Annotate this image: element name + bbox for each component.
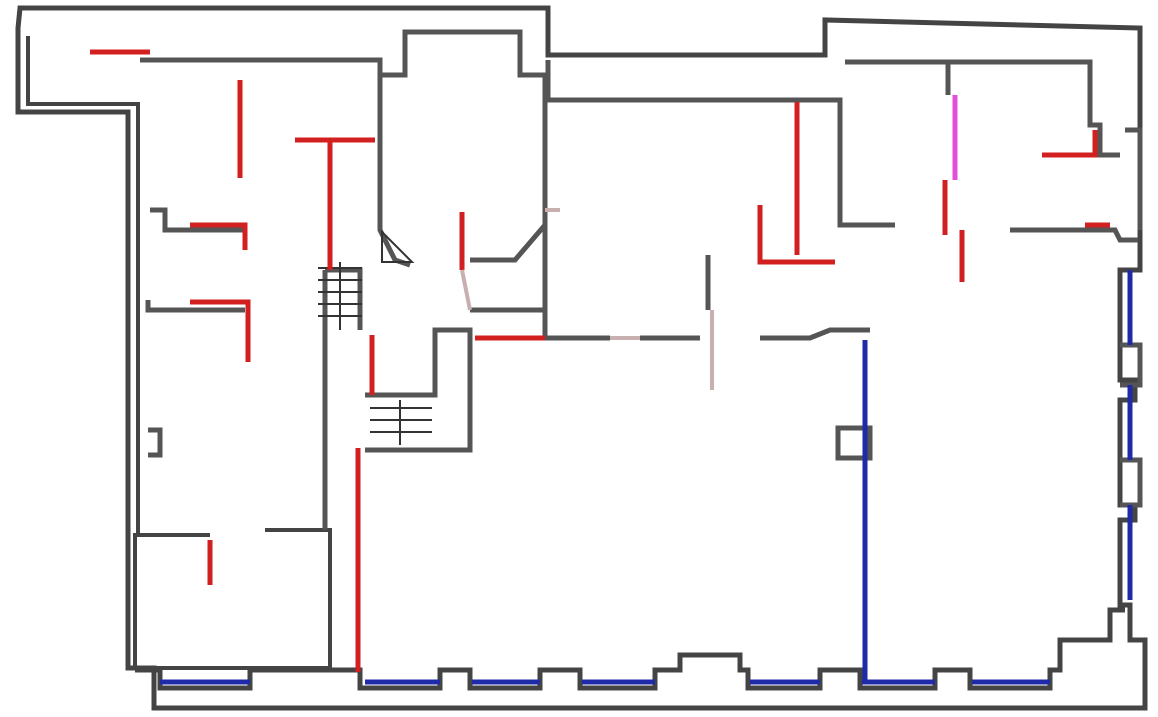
outer-walls — [15, 5, 1148, 711]
light-partition — [460, 269, 472, 311]
upper-right-partition — [1010, 227, 1138, 243]
central-block-top — [380, 29, 548, 330]
mid-corridor-line — [470, 307, 548, 338]
interior-walls — [140, 29, 1143, 530]
stair-treads — [318, 229, 432, 445]
stair-landing — [365, 327, 473, 453]
right-column — [835, 425, 873, 461]
red-partition — [757, 205, 835, 265]
bottom-facade-inner — [135, 607, 1125, 691]
top-corridor-wall — [545, 60, 895, 228]
red-partition — [190, 299, 251, 362]
red-partition — [190, 222, 248, 250]
outer-wall-inner-line — [26, 36, 332, 670]
outer-wall-outer-line — [15, 5, 1148, 711]
red-partition — [1042, 130, 1098, 158]
right-shaft — [1125, 127, 1143, 230]
central-block-left — [377, 75, 411, 268]
left-room-wall-4 — [148, 427, 163, 458]
red-partitions — [90, 49, 1110, 672]
light-partitions — [460, 208, 714, 390]
stair-triangle — [381, 229, 415, 263]
upper-right-room — [845, 59, 1120, 158]
central-block-diagonal — [470, 223, 547, 263]
stair-column — [322, 267, 363, 530]
mid-corridor-dash-3 — [760, 327, 870, 341]
left-room-wall-2 — [150, 207, 245, 233]
right-wall-bay-2 — [1120, 457, 1143, 508]
left-room-wall-1 — [140, 57, 383, 135]
bottom-facade — [135, 607, 1125, 691]
left-room-wall-3 — [145, 300, 245, 313]
blue-window-walls — [160, 270, 1133, 685]
